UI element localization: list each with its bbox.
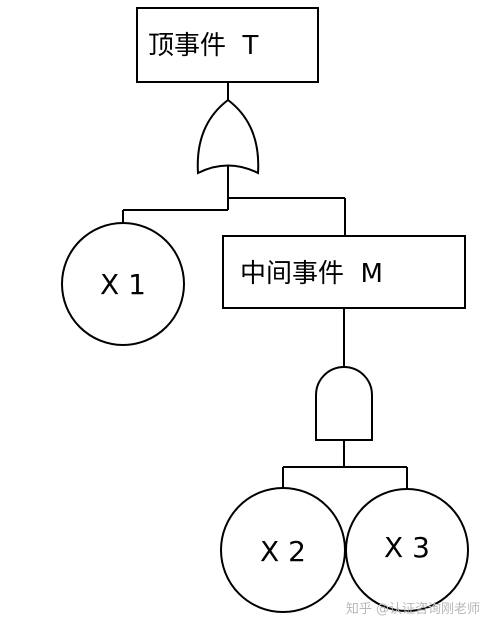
basic-event-x2: X 2 bbox=[220, 487, 346, 613]
watermark-text: 知乎 @认证咨询刚老师 bbox=[346, 601, 480, 617]
top-event-box bbox=[136, 7, 319, 83]
and-gate-icon bbox=[315, 366, 373, 441]
basic-event-x2-label: X 2 bbox=[260, 535, 306, 568]
or-gate-icon bbox=[196, 98, 260, 175]
basic-event-x1-circle bbox=[61, 222, 185, 346]
top-event-label: 顶事件 T bbox=[148, 31, 259, 61]
basic-event-x1: X 1 bbox=[61, 222, 185, 346]
basic-event-x3-label: X 3 bbox=[384, 531, 430, 564]
basic-event-x3: X 3 bbox=[345, 488, 469, 612]
basic-event-x1-label: X 1 bbox=[100, 268, 146, 301]
basic-event-x3-circle bbox=[345, 488, 469, 612]
intermediate-event-label: 中间事件 M bbox=[240, 259, 383, 289]
intermediate-event: 中间事件 M bbox=[222, 235, 466, 309]
top-event: 顶事件 T bbox=[136, 7, 319, 83]
